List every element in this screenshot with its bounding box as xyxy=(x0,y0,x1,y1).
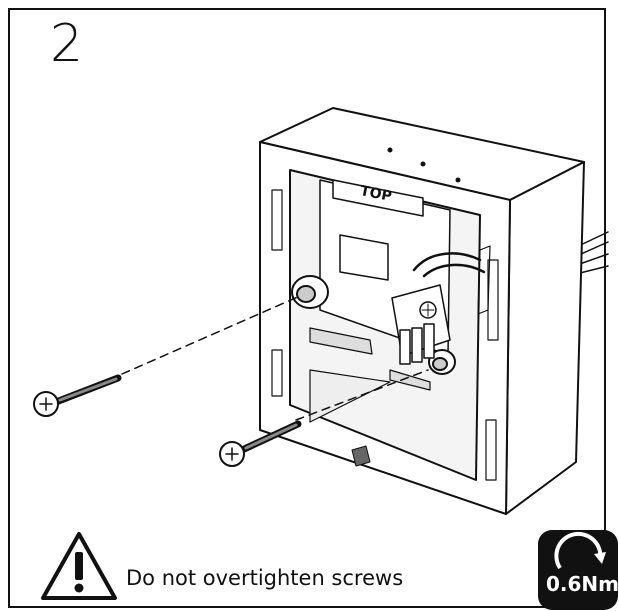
guide-line-lower xyxy=(295,369,429,421)
torque-value: 0.6Nm xyxy=(546,572,619,596)
guide-line-upper xyxy=(121,295,301,375)
torque-badge: 0.6Nm xyxy=(538,530,619,610)
instruction-panel: 2 xyxy=(8,8,619,610)
warning-triangle-icon xyxy=(41,532,117,600)
screw-left xyxy=(33,374,122,417)
warning-text: Do not overtighten screws xyxy=(126,566,404,590)
terminal-block xyxy=(391,252,486,365)
mounting-box-illustration xyxy=(33,107,609,515)
step-number: 2 xyxy=(50,14,84,74)
torque-arrow-icon xyxy=(554,531,606,570)
screw-right xyxy=(219,420,302,467)
